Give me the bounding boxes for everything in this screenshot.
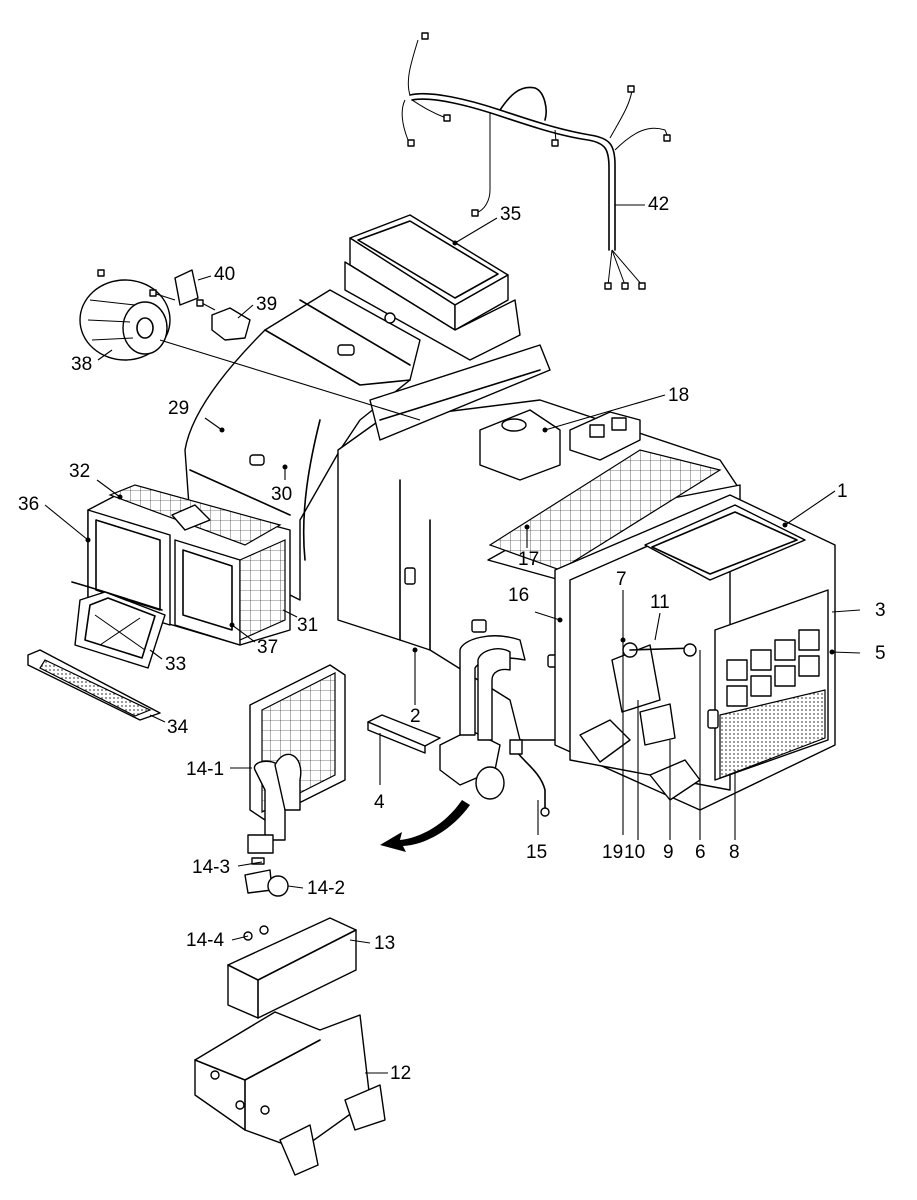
lower-bracket <box>194 1011 386 1176</box>
label-3: 3 <box>875 600 886 621</box>
label-35: 35 <box>500 204 521 225</box>
label-13: 13 <box>374 933 395 954</box>
label-4: 4 <box>374 792 385 813</box>
label-38: 38 <box>71 354 92 375</box>
label-11: 11 <box>650 592 670 613</box>
direction-arrow <box>380 800 470 852</box>
label-5: 5 <box>875 643 886 664</box>
label-18: 18 <box>668 385 689 406</box>
label-2: 2 <box>410 706 421 727</box>
filter-parts <box>27 581 166 721</box>
label-36: 36 <box>18 494 39 515</box>
label-14-2: 14-2 <box>307 878 345 899</box>
label-14-3: 14-3 <box>192 857 230 878</box>
label-14-4: 14-4 <box>186 930 224 951</box>
label-37: 37 <box>257 637 278 658</box>
label-19: 19 <box>602 842 623 863</box>
label-39: 39 <box>256 294 277 315</box>
blower-fan <box>79 269 421 421</box>
label-32: 32 <box>69 461 90 482</box>
label-33: 33 <box>165 654 186 675</box>
label-12: 12 <box>390 1063 411 1084</box>
callout-labels: 1 2 3 4 5 6 7 8 9 10 11 12 13 14-1 14-2 … <box>18 194 886 1084</box>
label-17: 17 <box>518 549 539 570</box>
label-42: 42 <box>648 194 669 215</box>
label-40: 40 <box>214 264 235 285</box>
label-31: 31 <box>297 615 318 636</box>
label-15: 15 <box>526 842 547 863</box>
wiring-harness <box>401 32 671 290</box>
label-16: 16 <box>508 585 529 606</box>
label-7: 7 <box>616 569 627 590</box>
label-9: 9 <box>663 842 674 863</box>
label-8: 8 <box>729 842 740 863</box>
heater-core-cover <box>227 917 357 1019</box>
label-10: 10 <box>624 842 645 863</box>
label-6: 6 <box>695 842 706 863</box>
label-34: 34 <box>167 717 189 738</box>
label-29: 29 <box>168 398 189 419</box>
pipe-parts <box>367 635 550 817</box>
leader-lines <box>44 204 861 1074</box>
label-30: 30 <box>271 484 292 505</box>
top-outlet-duct <box>344 214 521 361</box>
heater-core <box>243 664 346 941</box>
label-14-1: 14-1 <box>186 759 224 780</box>
label-1: 1 <box>837 481 848 502</box>
